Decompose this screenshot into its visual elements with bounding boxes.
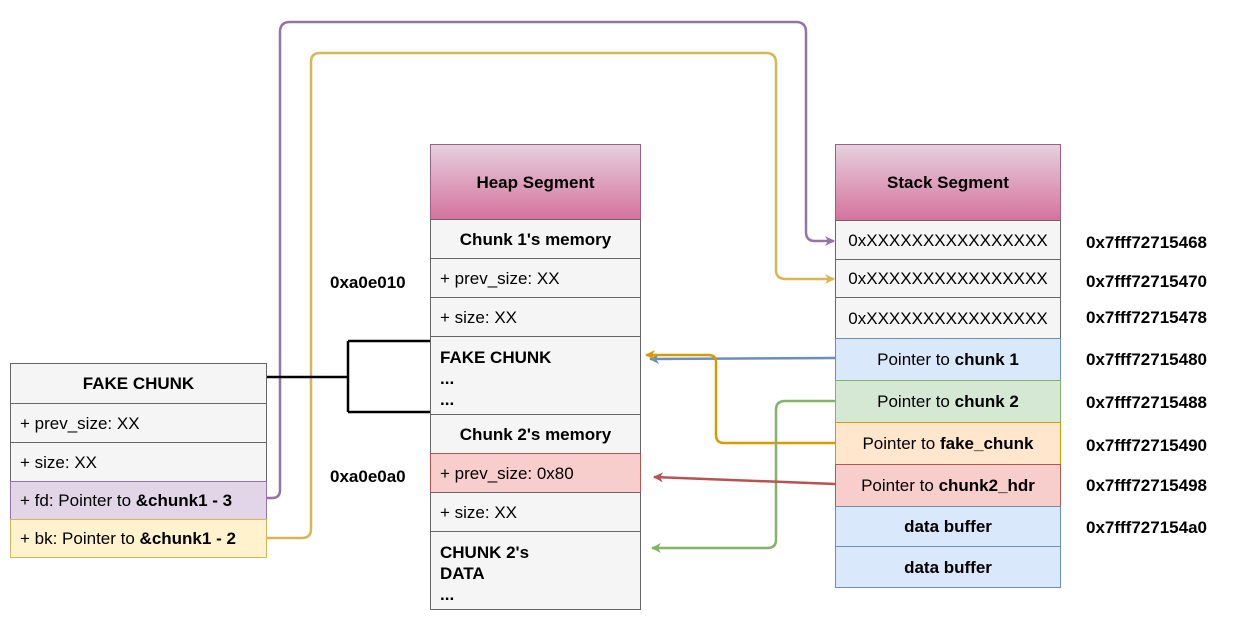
stack-pointer-fake-chunk-target: fake_chunk <box>939 434 1034 453</box>
fake-chunk-fd-prefix: + fd: Pointer to <box>20 491 136 510</box>
stack-pointer-chunk1: Pointer to chunk 1 <box>835 338 1061 381</box>
stack-pointer-fake-chunk: Pointer to fake_chunk <box>835 422 1061 465</box>
stack-pointer-chunk2-prefix: Pointer to <box>877 392 955 411</box>
stack-pointer-chunk1-prefix: Pointer to <box>877 350 955 369</box>
chunk2-hdr-pointer-arrow <box>653 472 836 486</box>
heap-chunk2-prev-size-text: + prev_size: 0x80 <box>440 463 574 483</box>
stack-data-buffer-1-text: data buffer <box>904 517 992 536</box>
heap-chunk1-memory: Chunk 1's memory <box>430 219 641 259</box>
bk-pointer-arrow <box>266 51 835 540</box>
stack-address-4: 0x7fff72715480 <box>1086 350 1207 369</box>
fake-chunk-bk-target: &chunk1 - 2 <box>139 529 236 548</box>
heap-chunk2-size: + size: XX <box>430 492 641 532</box>
stack-pointer-chunk2-target: chunk 2 <box>954 392 1019 411</box>
heap-chunk1-prev-size: + prev_size: XX <box>430 258 641 298</box>
chunk2-pointer-arrow <box>651 399 835 553</box>
stack-address-1: 0x7fff72715468 <box>1086 233 1207 252</box>
heap-segment-header: Heap Segment <box>430 144 641 220</box>
fake-chunk-title-text: FAKE CHUNK <box>82 374 195 393</box>
heap-address-chunk1: 0xa0e010 <box>330 273 406 292</box>
heap-address-chunk2: 0xa0e0a0 <box>330 467 406 486</box>
stack-pointer-chunk2-hdr-prefix: Pointer to <box>861 476 939 495</box>
fake-chunk-bk: + bk: Pointer to &chunk1 - 2 <box>10 519 267 558</box>
stack-address-2: 0x7fff72715470 <box>1086 272 1207 291</box>
heap-chunk1-prev-size-text: + prev_size: XX <box>440 268 560 288</box>
stack-address-8: 0x7fff727154a0 <box>1086 518 1207 537</box>
heap-chunk2-memory-text: Chunk 2's memory <box>459 424 612 444</box>
heap-chunk2-data-text: CHUNK 2's DATA ... <box>440 543 530 604</box>
heap-segment-title: Heap Segment <box>476 172 595 192</box>
heap-chunk2-memory: Chunk 2's memory <box>430 414 641 454</box>
stack-pointer-fake-chunk-prefix: Pointer to <box>862 434 940 453</box>
stack-data-buffer-2-text: data buffer <box>904 557 992 577</box>
stack-data-buffer-2: data buffer <box>835 546 1061 588</box>
heap-chunk1-memory-text: Chunk 1's memory <box>459 229 612 249</box>
fake-chunk-fd-target: &chunk1 - 3 <box>135 491 233 510</box>
chunk1-pointer-arrow <box>649 353 836 364</box>
fake-chunk-size: + size: XX <box>10 442 267 482</box>
fake-chunk-bk-prefix: + bk: Pointer to <box>20 529 140 548</box>
heap-fake-chunk-text: FAKE CHUNK ... ... <box>440 348 552 409</box>
heap-chunk1-size: + size: XX <box>430 297 641 337</box>
fake-chunk-bracket <box>266 339 431 414</box>
stack-address-5: 0x7fff72715488 <box>1086 393 1207 412</box>
stack-pointer-chunk2-hdr: Pointer to chunk2_hdr <box>835 464 1061 507</box>
heap-fake-chunk: FAKE CHUNK ... ... <box>430 336 641 415</box>
stack-slot-3: 0xXXXXXXXXXXXXXXXX <box>835 297 1061 339</box>
heap-chunk1-size-text: + size: XX <box>440 307 518 327</box>
fake-chunk-prev-size-text: + prev_size: XX <box>20 413 140 433</box>
stack-slot-2-text: 0xXXXXXXXXXXXXXXXX <box>848 269 1048 288</box>
stack-slot-1-text: 0xXXXXXXXXXXXXXXXX <box>848 230 1048 250</box>
stack-data-buffer-1: data buffer <box>835 506 1061 547</box>
fake-chunk-fd: + fd: Pointer to &chunk1 - 3 <box>10 481 267 520</box>
stack-slot-1: 0xXXXXXXXXXXXXXXXX <box>835 220 1061 260</box>
fd-pointer-arrow <box>266 20 835 500</box>
stack-pointer-chunk1-target: chunk 1 <box>954 350 1019 369</box>
stack-segment-title: Stack Segment <box>887 173 1009 192</box>
stack-address-6: 0x7fff72715490 <box>1086 436 1207 455</box>
stack-slot-2: 0xXXXXXXXXXXXXXXXX <box>835 259 1061 298</box>
fake-chunk-title: FAKE CHUNK <box>10 363 267 404</box>
fake-chunk-prev-size: + prev_size: XX <box>10 403 267 443</box>
stack-address-7: 0x7fff72715498 <box>1086 476 1207 495</box>
heap-chunk2-size-text: + size: XX <box>440 502 518 522</box>
stack-pointer-chunk2: Pointer to chunk 2 <box>835 380 1061 423</box>
fake-chunk-pointer-arrow <box>645 350 835 445</box>
stack-segment-header: Stack Segment <box>835 144 1061 221</box>
stack-pointer-chunk2-hdr-target: chunk2_hdr <box>938 476 1035 495</box>
stack-address-3: 0x7fff72715478 <box>1086 308 1207 327</box>
heap-chunk2-prev-size: + prev_size: 0x80 <box>430 453 641 493</box>
fake-chunk-size-text: + size: XX <box>20 452 98 472</box>
heap-chunk2-data: CHUNK 2's DATA ... <box>430 531 641 610</box>
stack-slot-3-text: 0xXXXXXXXXXXXXXXXX <box>848 308 1048 328</box>
